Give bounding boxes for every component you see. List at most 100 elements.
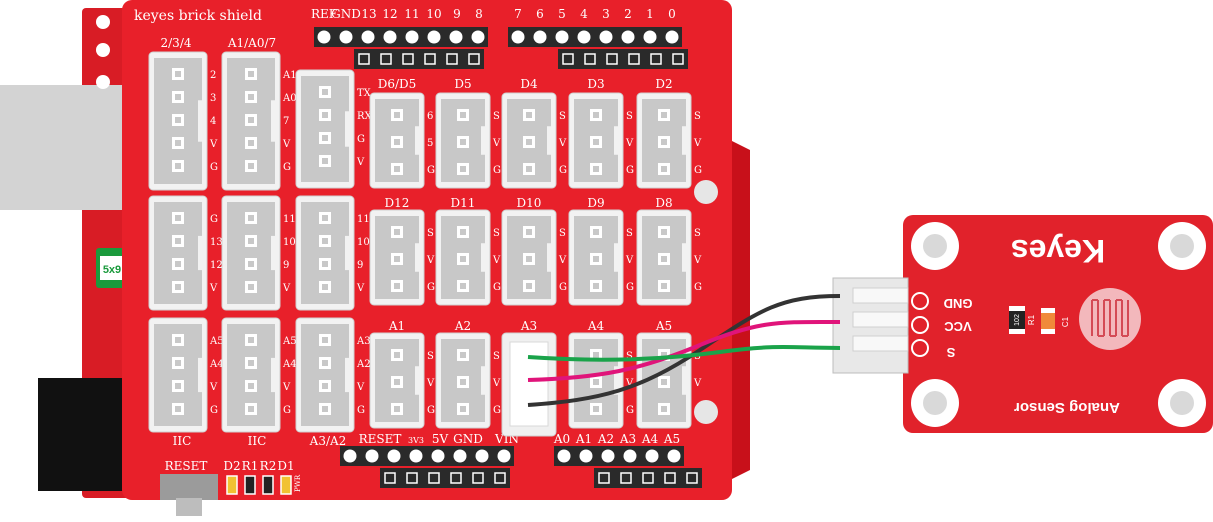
header-pin[interactable] <box>606 53 618 65</box>
header-pin[interactable] <box>384 472 396 484</box>
usb-connector <box>0 85 125 210</box>
pin-label: S <box>626 111 633 122</box>
header-pin[interactable] <box>579 449 593 463</box>
header-pin[interactable] <box>497 449 511 463</box>
header-pin[interactable] <box>365 449 379 463</box>
header-pin[interactable] <box>405 30 419 44</box>
pin-label: A5 <box>209 336 224 347</box>
shield-mount-hole <box>694 400 718 424</box>
header-pin[interactable] <box>650 53 662 65</box>
analog-sensor-module: Keyes Analog Sensor GND VCC S 102 R1 C1 <box>903 215 1213 433</box>
header-pin[interactable] <box>584 53 596 65</box>
digital-port-row1-1[interactable]: SVG <box>435 92 501 189</box>
header-pin[interactable] <box>667 449 681 463</box>
header-pin[interactable] <box>383 30 397 44</box>
header-pin[interactable] <box>511 30 525 44</box>
header-pin[interactable] <box>643 30 657 44</box>
header-pin[interactable] <box>431 449 445 463</box>
header-pin[interactable] <box>628 53 640 65</box>
header-pin[interactable] <box>599 30 613 44</box>
header-pin[interactable] <box>402 53 414 65</box>
header-pin[interactable] <box>621 30 635 44</box>
header-pin[interactable] <box>343 449 357 463</box>
header-pin[interactable] <box>424 53 436 65</box>
header-pin[interactable] <box>601 449 615 463</box>
pin-label: V <box>282 382 291 393</box>
header-pin[interactable] <box>317 30 331 44</box>
header-pin[interactable] <box>468 53 480 65</box>
pin-label: G <box>427 405 435 416</box>
shield-mount-hole <box>694 180 718 204</box>
header-pin[interactable] <box>380 53 392 65</box>
header-pin[interactable] <box>453 449 467 463</box>
header-pin[interactable] <box>645 449 659 463</box>
header-pin[interactable] <box>623 449 637 463</box>
analog-port-a3-plugged[interactable] <box>501 332 557 437</box>
header-pin[interactable] <box>361 30 375 44</box>
digital-port-row1-0[interactable]: 65G <box>369 92 435 189</box>
pin-label: 2 <box>210 70 216 81</box>
digital-port-row2-1[interactable]: SVG <box>435 209 501 306</box>
digital-port-row2-2[interactable]: SVG <box>501 209 567 306</box>
header-pin[interactable] <box>620 472 632 484</box>
header-pin[interactable] <box>642 472 654 484</box>
pin-label: G <box>626 165 634 176</box>
header-pin[interactable] <box>664 472 676 484</box>
pin-label: 7 <box>283 116 289 127</box>
r1-code: 102 <box>1014 314 1021 326</box>
header-pin[interactable] <box>533 30 547 44</box>
col1-top-label: 2/3/4 <box>161 36 192 50</box>
reset-button[interactable] <box>160 474 218 516</box>
header-pin[interactable] <box>598 472 610 484</box>
capacitor-c1 <box>1041 308 1055 334</box>
header-pin[interactable] <box>387 449 401 463</box>
header-pin[interactable] <box>665 30 679 44</box>
digital-port-row1-2[interactable]: SVG <box>501 92 567 189</box>
header-pin[interactable] <box>577 30 591 44</box>
header-pin[interactable] <box>358 53 370 65</box>
header-pin[interactable] <box>557 449 571 463</box>
header-pin[interactable] <box>686 472 698 484</box>
digital-port-row2-4[interactable]: SVG <box>636 209 702 306</box>
digital-port-row2-3[interactable]: SVG <box>568 209 634 306</box>
analog-port-row3-3[interactable]: SVG <box>568 332 634 429</box>
header-pin[interactable] <box>672 53 684 65</box>
digital-port-row1-4[interactable]: SVG <box>636 92 702 189</box>
header-pin[interactable] <box>494 472 506 484</box>
header-pin[interactable] <box>409 449 423 463</box>
header-pin[interactable] <box>406 472 418 484</box>
col3-bottom-label: A3/A2 <box>309 434 347 448</box>
header-pin[interactable] <box>449 30 463 44</box>
analog-port-row3-0[interactable]: SVG <box>369 332 435 429</box>
led-d2 <box>226 475 238 495</box>
header-pin[interactable] <box>471 30 485 44</box>
header-pin[interactable] <box>472 472 484 484</box>
header-pin[interactable] <box>562 53 574 65</box>
top-pin-label: 7 <box>514 7 522 21</box>
header-pin[interactable] <box>475 449 489 463</box>
header-pin[interactable] <box>427 30 441 44</box>
header-pin[interactable] <box>339 30 353 44</box>
digital-port-row2-0[interactable]: SVG <box>369 209 435 306</box>
header-pin[interactable] <box>450 472 462 484</box>
header-pin[interactable] <box>428 472 440 484</box>
digital-port-row1-3[interactable]: SVG <box>568 92 634 189</box>
pin-label: G <box>694 282 702 293</box>
pin-label: S <box>694 228 701 239</box>
analog-port-row3-1[interactable]: SVG <box>435 332 501 429</box>
top-pin-label: 8 <box>475 7 483 21</box>
header-pin[interactable] <box>555 30 569 44</box>
header-pin[interactable] <box>446 53 458 65</box>
